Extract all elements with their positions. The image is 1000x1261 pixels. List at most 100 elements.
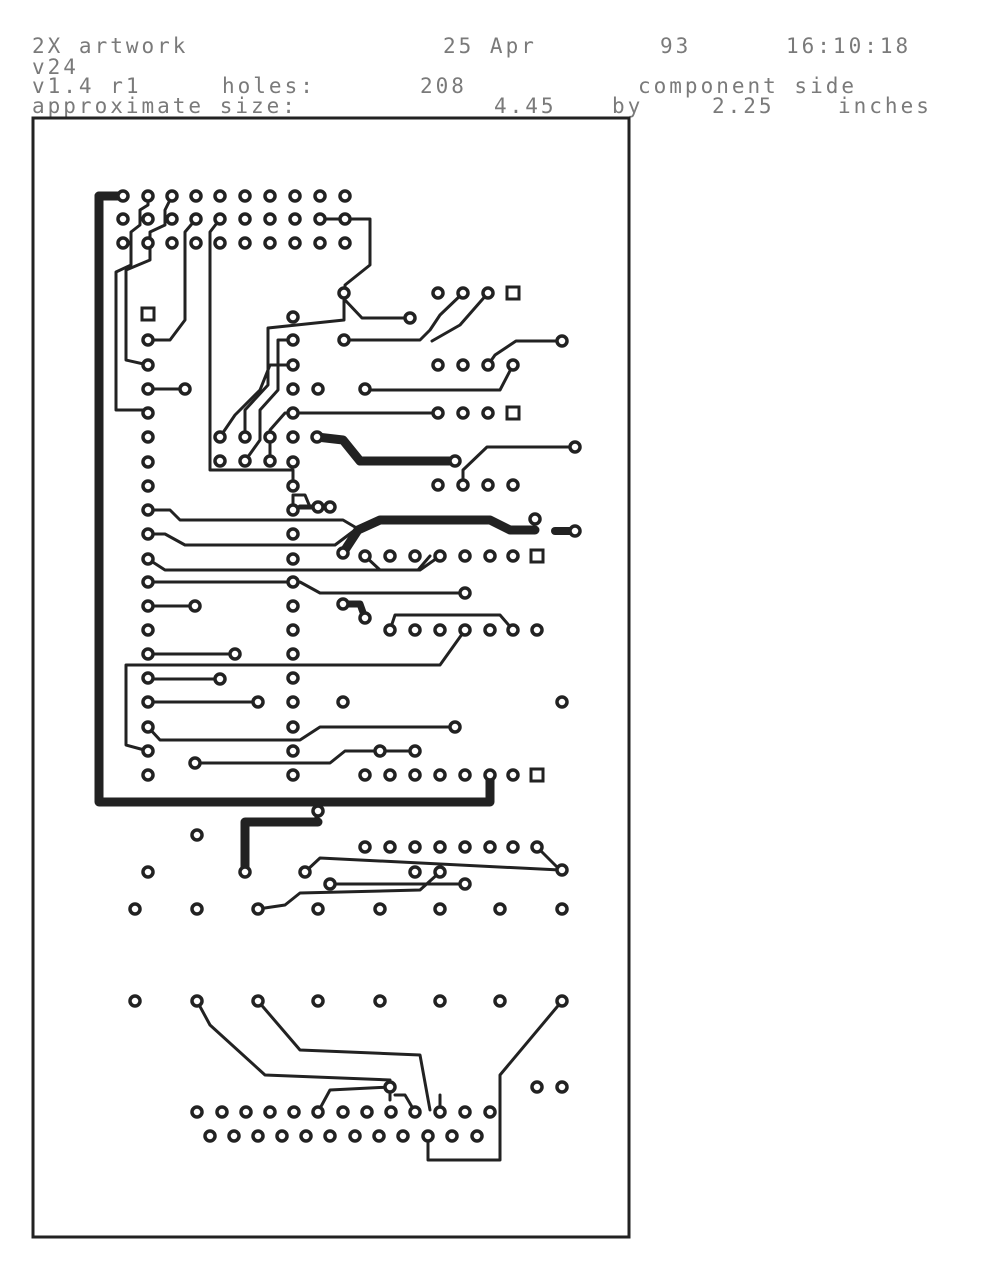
copper-trace: [208, 217, 295, 488]
round-pad: [116, 236, 130, 250]
round-pad: [286, 333, 300, 347]
round-pad: [358, 549, 372, 563]
round-pad: [358, 840, 372, 854]
round-pad: [336, 546, 350, 560]
round-pad: [141, 527, 155, 541]
copper-trace: [363, 554, 432, 572]
round-pad: [360, 1105, 374, 1119]
round-pad: [338, 236, 352, 250]
round-pad: [383, 840, 397, 854]
round-pad: [383, 768, 397, 782]
round-pad: [568, 440, 582, 454]
round-pad: [408, 744, 422, 758]
copper-trace: [430, 291, 490, 343]
round-pad: [141, 236, 155, 250]
round-pad: [493, 994, 507, 1008]
round-pad: [165, 212, 179, 226]
round-pad: [286, 768, 300, 782]
copper-trace: [291, 493, 312, 509]
round-pad: [481, 286, 495, 300]
round-pad: [263, 1105, 277, 1119]
copper-trace: [461, 445, 577, 487]
copper-trace: [124, 628, 467, 753]
round-pad: [555, 902, 569, 916]
copper-trace: [342, 291, 465, 342]
round-pad: [483, 840, 497, 854]
round-pad: [190, 902, 204, 916]
round-pad: [286, 744, 300, 758]
round-pad: [470, 1129, 484, 1143]
copper-trace: [146, 580, 467, 595]
round-pad: [408, 623, 422, 637]
round-pad: [383, 1080, 397, 1094]
round-pad: [286, 695, 300, 709]
round-pad: [298, 865, 312, 879]
round-pad: [408, 549, 422, 563]
round-pad: [555, 1080, 569, 1094]
round-pad: [141, 865, 155, 879]
round-pad: [238, 189, 252, 203]
round-pad: [323, 1129, 337, 1143]
round-pad: [506, 358, 520, 372]
round-pad: [481, 358, 495, 372]
round-pad: [286, 430, 300, 444]
round-pad: [251, 1129, 265, 1143]
holes-count: 208: [420, 74, 467, 98]
round-pad: [286, 671, 300, 685]
holes-label: holes:: [222, 74, 316, 98]
round-pad: [483, 768, 497, 782]
round-pad: [238, 212, 252, 226]
round-pad: [141, 623, 155, 637]
size-width: 4.45: [494, 94, 557, 118]
round-pad: [141, 575, 155, 589]
round-pad: [286, 599, 300, 613]
round-pad: [203, 1129, 217, 1143]
round-pad: [358, 382, 372, 396]
round-pad: [263, 454, 277, 468]
copper-trace: [486, 339, 564, 367]
round-pad: [448, 720, 462, 734]
copper-trace: [146, 554, 442, 572]
round-pad: [286, 358, 300, 372]
copper-trace: [268, 411, 440, 463]
round-pad: [238, 236, 252, 250]
round-pad: [421, 1129, 435, 1143]
copper-trace: [256, 870, 442, 911]
square-pad: [140, 306, 156, 322]
round-pad: [448, 454, 462, 468]
round-pad: [445, 1129, 459, 1143]
round-pad: [286, 623, 300, 637]
round-pad: [190, 828, 204, 842]
round-pad: [433, 549, 447, 563]
round-pad: [506, 478, 520, 492]
round-pad: [263, 236, 277, 250]
round-pad: [141, 647, 155, 661]
round-pad: [458, 877, 472, 891]
round-pad: [190, 994, 204, 1008]
round-pad: [311, 804, 325, 818]
round-pad: [213, 189, 227, 203]
file-name: v24: [32, 55, 79, 79]
round-pad: [408, 768, 422, 782]
round-pad: [373, 744, 387, 758]
round-pad: [311, 902, 325, 916]
round-pad: [213, 430, 227, 444]
square-pad: [505, 285, 521, 301]
round-pad: [287, 1105, 301, 1119]
round-pad: [286, 527, 300, 541]
copper-trace: [146, 508, 362, 532]
round-pad: [506, 623, 520, 637]
round-pad: [384, 1105, 398, 1119]
copper-trace: [146, 217, 198, 342]
round-pad: [286, 406, 300, 420]
round-pad: [483, 623, 497, 637]
round-pad: [275, 1129, 289, 1143]
round-pad: [313, 236, 327, 250]
round-pad: [458, 840, 472, 854]
round-pad: [372, 1129, 386, 1143]
round-pad: [213, 454, 227, 468]
round-pad: [555, 863, 569, 877]
round-pad: [286, 479, 300, 493]
copper-trace: [256, 999, 432, 1112]
